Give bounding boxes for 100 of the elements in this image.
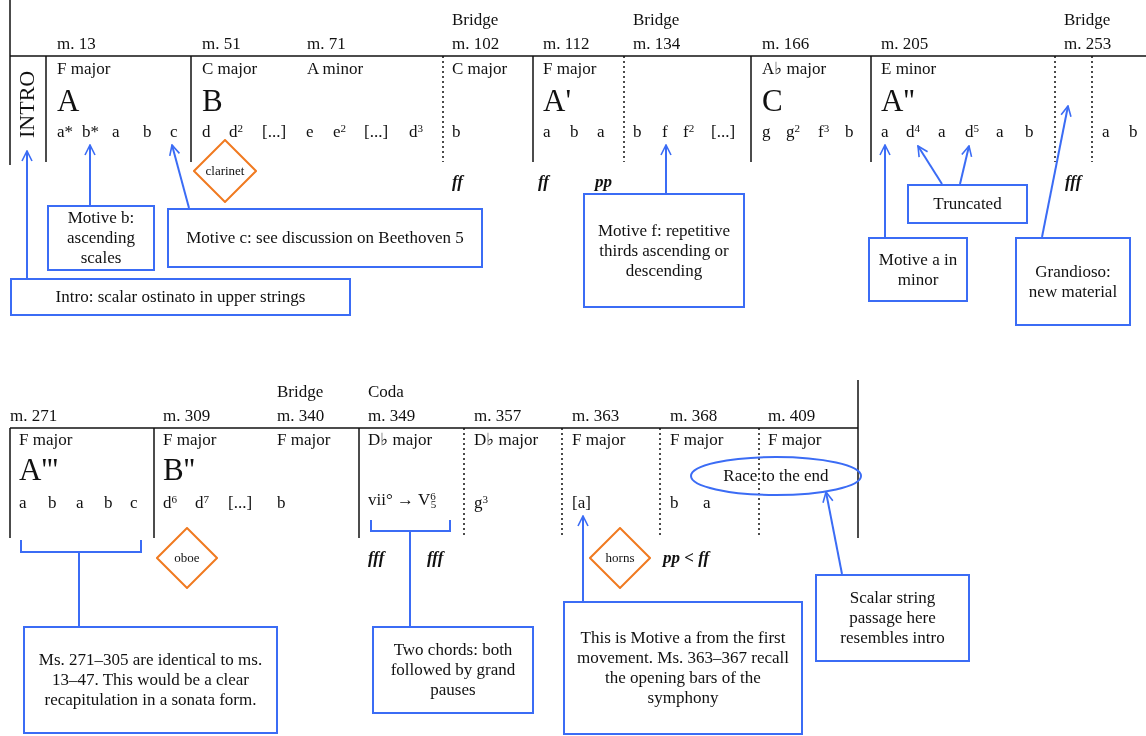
motive-label: d [202,122,211,142]
motive-label: b [1025,122,1034,142]
key-label: A♭ major [762,59,827,79]
motive-label: e$^{2}$ [333,122,347,143]
dynamic-marking: pp < ff [663,548,710,568]
motive-label: a [19,493,27,513]
callout-box: Truncated [907,184,1028,224]
section-heading: Bridge [452,10,499,30]
motive-label: b [277,493,286,513]
motive-label: a [938,122,946,142]
section-heading: Bridge [633,10,680,30]
callout-box: Scalar string passage here resembles intro [815,574,970,662]
key-label: F major [768,430,822,450]
callout-box: Intro: scalar ostinato in upper strings [10,278,351,316]
motive-label: b [670,493,679,513]
bracket [20,539,142,553]
arrow [959,145,973,185]
callout-box: Motive f: repetitive thirds ascending or descending [583,193,745,308]
key-label: C major [202,59,258,79]
arrow [84,144,96,206]
dynamic-marking: fff [1065,172,1082,192]
key-label: D♭ major [368,430,433,450]
dynamic-marking: ff [452,172,463,192]
section-heading: Bridge [277,382,324,402]
motive-label: a [881,122,889,142]
dynamic-marking: ff [538,172,549,192]
key-label: F major [163,430,217,450]
motive-label: [...] [228,493,253,513]
arrow [169,144,190,209]
measure-number: m. 134 [633,34,681,54]
arrow [822,491,843,575]
key-label: F major [277,430,331,450]
key-label: E minor [881,59,937,79]
key-label: F major [543,59,597,79]
motive-label: [...] [364,122,389,142]
motive-label: d$^{5}$ [965,122,980,143]
motive-label: d$^{6}$ [163,493,178,514]
measure-number: m. 253 [1064,34,1112,54]
measure-number: m. 368 [670,406,718,426]
measure-number: m. 51 [202,34,241,54]
motive-label: g$^{3}$ [474,493,489,514]
section-letter: B'' [163,453,195,487]
measure-number: m. 205 [881,34,929,54]
arrow [21,150,33,279]
leader-line [78,551,80,627]
motive-label: b* [82,122,99,142]
arrow [577,515,589,602]
measure-number: m. 309 [163,406,211,426]
arrow [917,145,943,185]
motive-label: [...] [262,122,287,142]
measure-number: m. 357 [474,406,522,426]
callout-box: Motive c: see discussion on Beethoven 5 [167,208,483,268]
motive-label: c [130,493,138,513]
motive-label: b [570,122,579,142]
section-letter: A'' [881,84,915,118]
intro-label: INTRO [14,60,42,148]
arrow [879,144,891,238]
motive-label: g [762,122,771,142]
motive-label: d$^{4}$ [906,122,921,143]
bracket [370,519,451,532]
instrument-diamond: horns [589,527,651,589]
motive-label: b [633,122,642,142]
motive-label: a [76,493,84,513]
motive-label: a [1102,122,1110,142]
note-ellipse: Race to the end [690,456,862,496]
motive-label: f [662,122,668,142]
callout-box: Grandioso: new material [1015,237,1131,326]
callout-box: Motive a in minor [868,237,968,302]
measure-number: m. 340 [277,406,325,426]
motive-label: d$^{7}$ [195,493,210,514]
leader-line [409,530,411,627]
callout-box: Ms. 271–305 are identical to ms. 13–47. This would be a clear recapitulation in a sonata form. [23,626,278,734]
motive-label: b [143,122,152,142]
instrument-diamond: oboe [156,527,218,589]
dynamic-marking: pp [595,172,612,192]
callout-box: Motive b: ascending scales [47,205,155,271]
motive-label: b [48,493,57,513]
motive-label: b [452,122,461,142]
measure-number: m. 71 [307,34,346,54]
motive-label: e [306,122,314,142]
key-label: F major [572,430,626,450]
section-letter: A' [543,84,571,118]
key-label: F major [57,59,111,79]
key-label: C major [452,59,508,79]
motive-label: [a] [572,493,591,513]
section-letter: B [202,84,223,118]
dynamic-marking: fff [427,548,444,568]
motive-label: b [1129,122,1138,142]
motive-label: b [845,122,854,142]
key-label: F major [670,430,724,450]
key-label: D♭ major [474,430,539,450]
measure-number: m. 166 [762,34,810,54]
motive-label: a* [57,122,74,142]
callout-box: This is Motive a from the first movement. Ms. 363–367 recall the opening bars of the symphony [563,601,803,735]
section-letter: A''' [19,453,59,487]
motive-label: [...] [711,122,736,142]
motive-label: c [170,122,178,142]
motive-label: f$^{2}$ [683,122,695,143]
key-label: A minor [307,59,364,79]
measure-number: m. 349 [368,406,416,426]
